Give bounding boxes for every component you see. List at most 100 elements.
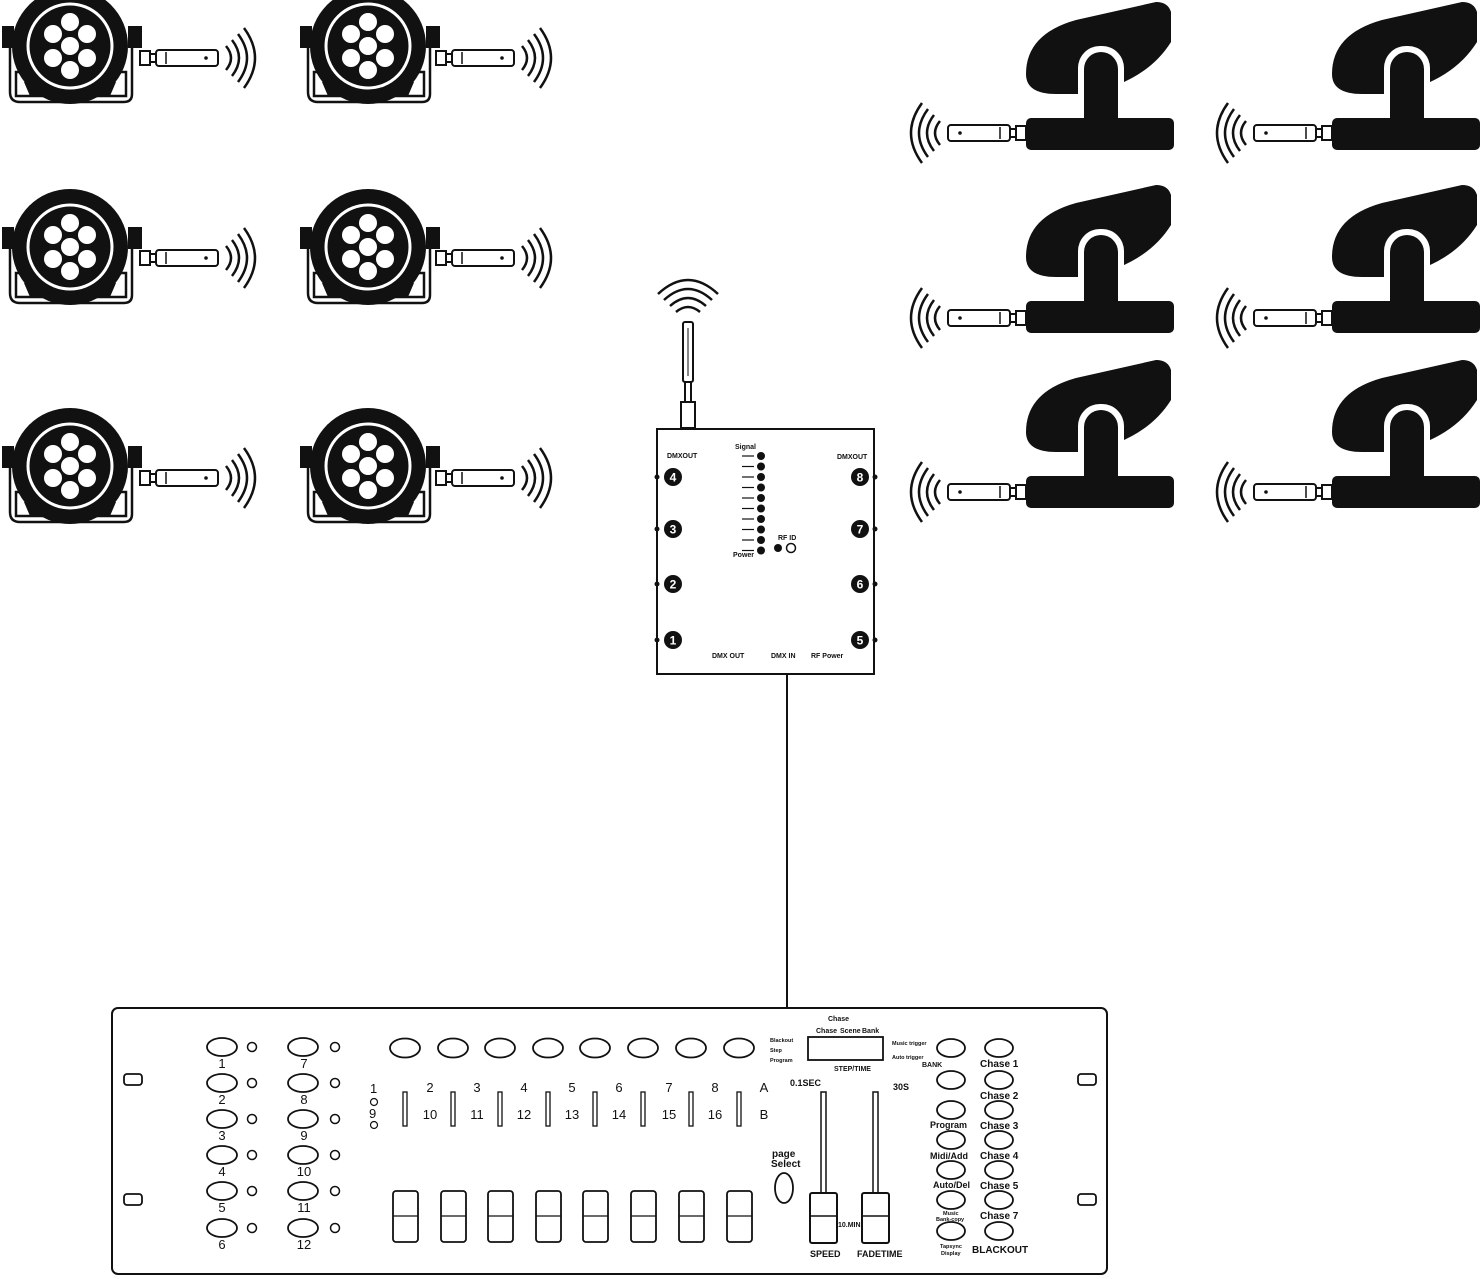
dmx-out-port[interactable]	[664, 468, 682, 486]
chase-button[interactable]	[984, 1221, 1014, 1241]
port-pin	[872, 581, 878, 587]
scanner-button[interactable]	[206, 1109, 238, 1129]
moving-head-fixture	[1217, 2, 1480, 163]
scanner-number: 7	[300, 1056, 307, 1071]
bank-button[interactable]	[936, 1038, 966, 1058]
scanner-button[interactable]	[206, 1145, 238, 1165]
channel-label: 15	[662, 1107, 676, 1122]
moving-head-fixture	[911, 360, 1174, 522]
scanner-button[interactable]	[206, 1181, 238, 1201]
speed-label: SPEED	[810, 1249, 841, 1259]
chase-title: Chase	[828, 1016, 849, 1023]
music-trigger-label: Music trigger	[892, 1041, 927, 1047]
scanner-button[interactable]	[287, 1109, 319, 1129]
scanner-led	[246, 1113, 258, 1125]
chase-button[interactable]	[984, 1190, 1014, 1210]
scene-button[interactable]	[484, 1037, 516, 1059]
rack-mount-hole	[1077, 1193, 1097, 1206]
dmxout-left-label: DMXOUT	[667, 453, 698, 460]
blackout-label: BLACKOUT	[972, 1245, 1028, 1256]
scene-button[interactable]	[723, 1037, 755, 1059]
scene-button[interactable]	[389, 1037, 421, 1059]
dmx-out-label: DMX OUT	[712, 653, 745, 660]
port-pin	[872, 637, 878, 643]
page-indicator-1: 1	[370, 1081, 377, 1096]
signal-led-column	[742, 452, 765, 555]
par-light-fixture	[0, 0, 257, 106]
port-number: 8	[857, 471, 864, 485]
fadetime-label: FADETIME	[857, 1249, 903, 1259]
midi-add-button[interactable]	[936, 1130, 966, 1150]
scene-label: Scene	[840, 1028, 861, 1035]
port-pin	[654, 637, 660, 643]
scanner-button[interactable]	[287, 1073, 319, 1093]
auto-del-label: Auto/Del	[933, 1180, 970, 1190]
port-number: 7	[857, 523, 864, 537]
scanner-number: 5	[218, 1200, 225, 1215]
channel-label: 4	[520, 1080, 527, 1095]
program-label: Program	[930, 1120, 967, 1130]
scanner-number: 9	[300, 1128, 307, 1143]
channel-label: 5	[568, 1080, 575, 1095]
channel-label: A	[760, 1080, 769, 1095]
scanner-number: 4	[218, 1164, 225, 1179]
page-led	[369, 1097, 379, 1107]
program-button[interactable]	[936, 1100, 966, 1120]
rf-id-button[interactable]	[785, 542, 797, 554]
scene-button[interactable]	[579, 1037, 611, 1059]
scanner-number: 1	[218, 1056, 225, 1071]
channel-label: B	[760, 1107, 769, 1122]
scene-button[interactable]	[675, 1037, 707, 1059]
scanner-led	[246, 1149, 258, 1161]
scanner-button[interactable]	[287, 1181, 319, 1201]
dmx-out-port[interactable]	[664, 631, 682, 649]
scanner-button[interactable]	[287, 1218, 319, 1238]
scanner-button[interactable]	[206, 1073, 238, 1093]
scene-button[interactable]	[532, 1037, 564, 1059]
scene-button[interactable]	[437, 1037, 469, 1059]
scanner-button[interactable]	[206, 1218, 238, 1238]
dmx-out-port[interactable]	[851, 468, 869, 486]
channel-label: 11	[470, 1107, 484, 1122]
page-indicator-9: 9	[369, 1106, 376, 1121]
blackout-indicator-label: Blackout	[770, 1038, 793, 1044]
dmx-out-port[interactable]	[664, 575, 682, 593]
bank-down-button[interactable]	[936, 1070, 966, 1090]
tapsync-display-button[interactable]	[936, 1221, 966, 1241]
chase-label: Chase 1	[980, 1059, 1019, 1070]
dmx-out-port[interactable]	[851, 631, 869, 649]
lcd-display	[807, 1036, 884, 1061]
dmx-out-port[interactable]	[851, 575, 869, 593]
chase-button[interactable]	[984, 1100, 1014, 1120]
chase-button[interactable]	[984, 1070, 1014, 1090]
channel-label: 8	[711, 1080, 718, 1095]
scanner-number: 10	[297, 1164, 311, 1179]
auto-del-button[interactable]	[936, 1160, 966, 1180]
signal-led	[757, 483, 765, 492]
power-label: Power	[733, 552, 754, 559]
bank-label: BANK	[922, 1062, 942, 1069]
chase-button[interactable]	[984, 1130, 1014, 1150]
dmx-out-port[interactable]	[851, 520, 869, 538]
rf-id-label: RF ID	[778, 535, 796, 542]
chase-label: Chase 4	[980, 1151, 1019, 1162]
scanner-button[interactable]	[206, 1037, 238, 1057]
channel-label: 13	[565, 1107, 579, 1122]
fader-track	[402, 1091, 408, 1127]
page-select-button[interactable]	[774, 1172, 794, 1204]
fade-fader-knob[interactable]	[861, 1192, 890, 1244]
speed-fader-knob[interactable]	[809, 1192, 838, 1244]
port-pin	[872, 474, 878, 480]
scene-button[interactable]	[627, 1037, 659, 1059]
moving-head-fixture	[1217, 185, 1480, 348]
chase-button[interactable]	[984, 1038, 1014, 1058]
signal-led	[757, 494, 765, 502]
music-bank-copy-button[interactable]	[936, 1190, 966, 1210]
rf-power-label: RF Power	[811, 653, 844, 660]
chase-button[interactable]	[984, 1160, 1014, 1180]
scanner-button[interactable]	[287, 1145, 319, 1165]
dmx-out-port[interactable]	[664, 520, 682, 538]
scanner-button[interactable]	[287, 1037, 319, 1057]
